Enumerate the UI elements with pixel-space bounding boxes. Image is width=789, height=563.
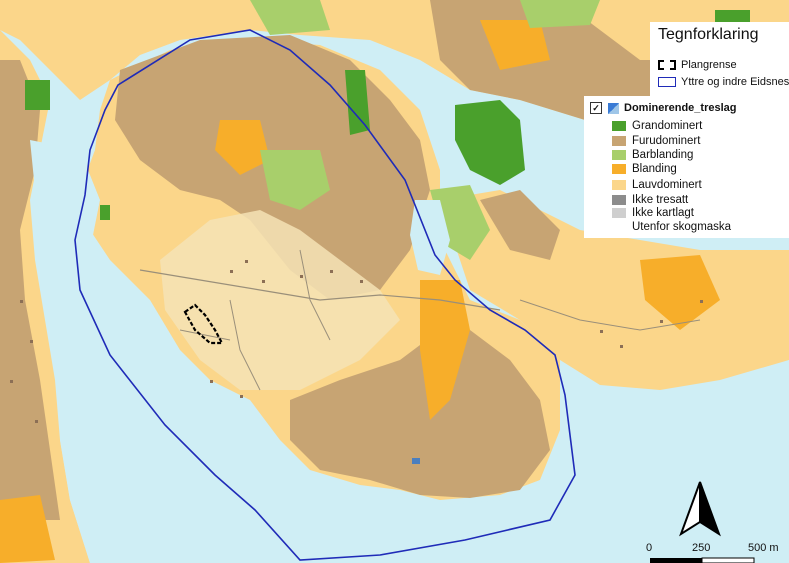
building-markers — [10, 260, 703, 464]
zone-grandominert-1 — [455, 100, 525, 185]
legend-item-furudominert: Furudominert — [612, 135, 700, 147]
legend-item-label: Ikke kartlagt — [632, 207, 694, 219]
zone-blanding-2 — [215, 120, 270, 175]
zone-furudominert-south — [290, 330, 550, 498]
legend-item-barblanding: Barblanding — [612, 149, 693, 161]
zone-blanding-5 — [480, 20, 550, 70]
zone-furudominert-west — [0, 60, 60, 520]
zone-barblanding-1 — [260, 150, 330, 210]
north-arrow-icon — [650, 481, 755, 563]
color-swatch — [612, 150, 626, 160]
color-swatch — [612, 136, 626, 146]
zone-barblanding-3 — [250, 0, 330, 35]
legend-item-label: Grandominert — [632, 120, 703, 132]
road-secondary — [179, 249, 331, 391]
layer-header: ✓ Dominerende_treslag — [590, 102, 736, 114]
color-swatch — [612, 164, 626, 174]
legend-item-blanding: Blanding — [612, 163, 677, 175]
zone-blanding-3 — [640, 255, 720, 330]
zone-furudominert-east — [480, 190, 560, 260]
road-main — [139, 269, 501, 311]
legend-item-ikke-kartlagt: Ikke kartlagt — [612, 207, 694, 219]
plangrense-outline — [183, 303, 224, 345]
legend-item-label: Lauvdominert — [632, 179, 702, 191]
scale-label-500: 500 m — [748, 542, 779, 554]
legend-item-lauvdominert: Lauvdominert — [612, 179, 702, 191]
zone-blanding-4 — [0, 495, 55, 563]
dashed-rect-icon — [658, 60, 676, 70]
legend-item-label: Ikke tresatt — [632, 194, 689, 206]
color-swatch — [612, 208, 626, 218]
zone-blanding-1 — [420, 280, 470, 420]
legend-item-label: Utenfor skogmaska — [632, 221, 732, 233]
legend-item-utenfor-skogmaska: Utenfor skogmaska — [612, 221, 731, 233]
legend-item-ikke-tresatt: Ikke tresatt — [612, 194, 688, 206]
legend-item-label: Yttre og indre Eidsnes — [681, 76, 789, 88]
layer-checkbox[interactable]: ✓ — [590, 102, 602, 114]
legend-item-label: Barblanding — [632, 149, 694, 161]
legend-item-label: Blanding — [632, 163, 677, 175]
color-swatch — [612, 180, 626, 190]
layer-name: Dominerende_treslag — [624, 102, 737, 114]
water-bay-west — [30, 140, 100, 280]
zone-grandominert-3 — [25, 80, 50, 110]
legend-layer: ✓ Dominerende_treslag Grandominert Furud… — [584, 96, 789, 238]
legend-item-label: Plangrense — [681, 59, 737, 71]
color-swatch — [612, 222, 626, 232]
raster-layer-icon — [608, 102, 619, 114]
scale-label-0: 0 — [646, 542, 653, 554]
scale-area: 0 250 500 m — [640, 480, 789, 563]
legend-item-label: Furudominert — [632, 135, 701, 147]
color-swatch — [612, 121, 626, 131]
water-south — [60, 360, 789, 563]
legend-title: Tegnforklaring — [658, 26, 759, 43]
color-swatch — [612, 195, 626, 205]
outline-rect-icon — [658, 77, 676, 87]
zone-barblanding-4 — [520, 0, 600, 28]
boundary-eidsnes — [74, 29, 576, 561]
zone-interior-light — [160, 210, 400, 390]
zone-grandominert-5 — [100, 205, 110, 220]
scale-label-250: 250 — [692, 542, 711, 554]
zone-grandominert-2 — [345, 70, 370, 135]
legend-item-plangrense: Plangrense — [658, 59, 737, 71]
legend-item-grandominert: Grandominert — [612, 120, 702, 132]
legend-item-eidsnes: Yttre og indre Eidsnes — [658, 76, 789, 88]
road-east — [519, 299, 701, 331]
